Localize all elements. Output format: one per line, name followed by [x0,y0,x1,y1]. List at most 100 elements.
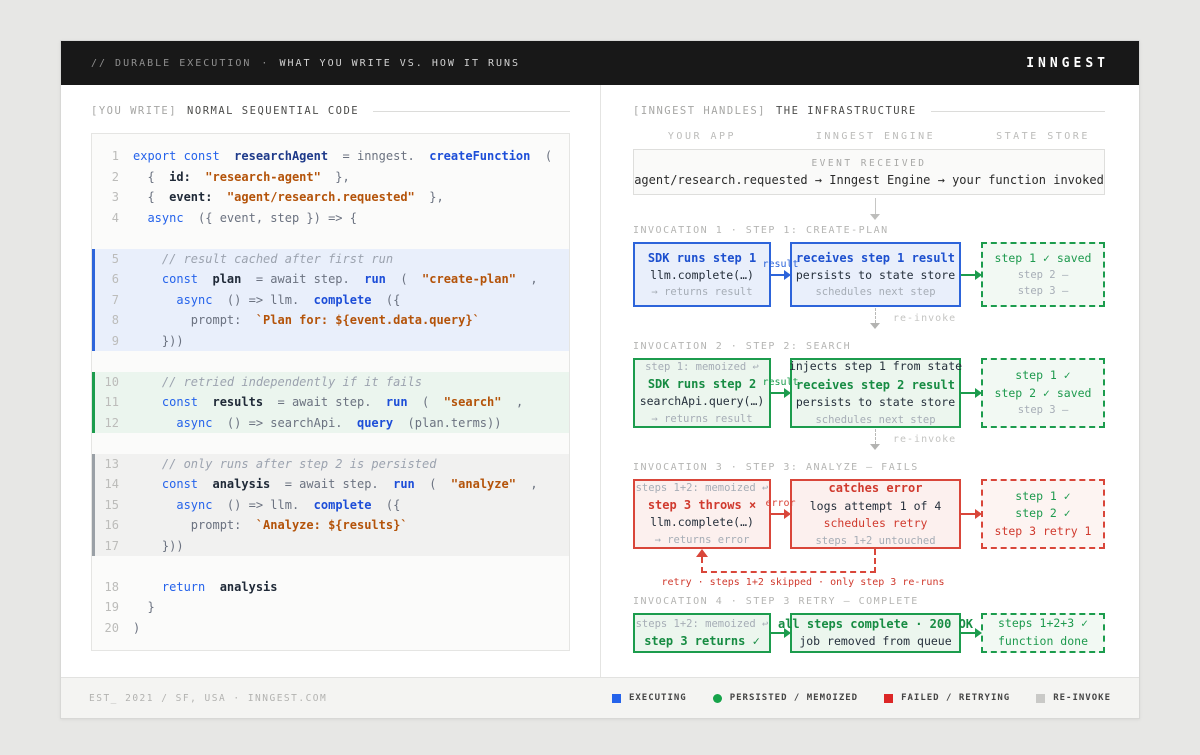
code-token: query [356,415,394,430]
footer-bar: EST_ 2021 / SF, USA · INNGEST.COM EXECUT… [61,677,1139,718]
state-store-box-line: step 1 ✓ saved [994,250,1092,265]
arrow-head-icon [784,628,791,638]
code-token: , [515,272,538,286]
code-token: { [133,190,170,204]
legend: EXECUTING PERSISTED / MEMOIZED FAILED / RE… [611,693,1111,703]
code-line: 5 // result cached after first run [92,248,569,269]
invocation-label: INVOCATION 1 · STEP 1: CREATE-PLAN [633,225,889,236]
invocations-container: INVOCATION 1 · STEP 1: CREATE-PLAN SDK ru… [633,225,1105,653]
code-token: ( [414,477,451,491]
code-token: prompt: [133,313,256,327]
code-token: id: [169,169,191,184]
code-token [191,167,205,188]
state-store-box: steps 1+2+3 ✓function done [981,613,1105,653]
code-token: run [364,272,386,286]
invocation-row: steps 1+2: memoized ↩ step 3 returns ✓ all… [633,613,1105,653]
code-line: 18 return analysis [92,577,569,598]
code-token: // result cached after first run [133,251,394,266]
code-line: 4 async ({ event, step }) => { [92,208,569,229]
line-number: 1 [111,149,119,163]
code-token: plan [212,272,242,286]
event-received-box: EVENT RECEIVED agent/research.requested … [633,149,1105,195]
engine-box-line: persists to state store [795,395,956,410]
arrow-line [961,273,975,276]
legend-swatch-square [611,693,621,703]
code-token: return [133,579,206,594]
column-header-inngest-engine: INNGEST ENGINE [815,131,936,142]
infrastructure-panel: [INNGEST HANDLES] THE INFRASTRUCTURE YOU… [601,85,1141,677]
code-token: ({ [371,497,401,512]
code-token: analysis [212,477,271,491]
code-token: } [133,600,155,614]
code-token: complete [313,497,372,512]
arrow-head-icon [784,388,791,398]
engine-to-state-arrow [961,358,982,428]
line-number: 7 [111,292,119,307]
state-store-box-line: step 3 – [1017,285,1069,298]
code-token: })) [133,333,184,348]
retry-loop-connector [633,549,1105,575]
code-line: 2 { id: "research-agent" }, [92,167,569,188]
legend-item: FAILED / RETRYING [884,693,1010,703]
state-store-box: step 1 ✓step 2 ✓step 3 retry 1 [981,479,1105,549]
code-token: , [515,477,538,491]
reinvoke-connector: re-invoke [633,307,1105,335]
connector-line [701,549,876,573]
code-token: ( [385,272,423,286]
line-number: 4 [111,210,119,225]
state-store-box-line: step 3 retry 1 [994,523,1092,538]
app-box-line: steps 1+2: memoized ↩ [635,617,769,630]
app-box-line: step 3 returns ✓ [644,633,760,648]
arrow-line [771,392,784,394]
code-token: // retried independently if it fails [133,374,422,389]
engine-box-line: steps 1+2 untouched [815,534,936,547]
top-bar-title: // DURABLE EXECUTION · WHAT YOU WRITE VS… [91,58,520,69]
code-line: 19 } [92,597,569,618]
code-token [198,474,212,495]
app-box-line: steps 1+2: memoized ↩ [635,481,769,494]
connector-line [875,308,876,323]
code-token: , [501,395,524,409]
code-token: researchAgent [234,149,329,163]
code-line: 8 prompt: `Plan for: ${event.data.query}… [92,310,569,331]
app-box-line: SDK runs step 1 [647,250,757,265]
arrow-down-icon [870,323,880,329]
line-number: 8 [111,313,119,327]
connector-line [875,198,876,214]
arrow-label: result [762,377,799,388]
arrow-down-icon [870,214,880,220]
code-blank-line [92,556,569,577]
line-number: 2 [111,169,119,184]
invocation-label: INVOCATION 4 · STEP 3 RETRY — COMPLETE [633,596,919,607]
line-number: 9 [111,333,119,348]
code-token: const [133,395,199,409]
code-blank-line [92,228,569,249]
code-token: })) [133,538,184,553]
legend-label: PERSISTED / MEMOIZED [729,693,859,703]
infra-panel-title-text: THE INFRASTRUCTURE [775,105,917,117]
app-box-line: → returns result [651,286,753,299]
arrow-line [961,513,975,515]
title-rule [373,110,570,112]
code-token: async [133,497,213,512]
legend-label: EXECUTING [628,693,687,703]
arrow-head-icon [975,388,982,398]
code-token: () => llm. [212,292,314,307]
code-token: // only runs after step 2 is persisted [133,456,437,471]
infrastructure-inner: [INNGEST HANDLES] THE INFRASTRUCTURE YOU… [633,105,1105,653]
event-connector [633,195,1105,225]
line-number [95,433,133,454]
top-bar: // DURABLE EXECUTION · WHAT YOU WRITE VS… [61,41,1139,85]
code-panel-title-text: NORMAL SEQUENTIAL CODE [187,105,360,117]
engine-box-line: all steps complete · 200 OK [777,617,974,632]
engine-to-state-arrow [961,242,982,307]
code-token: "analyze" [450,477,516,491]
